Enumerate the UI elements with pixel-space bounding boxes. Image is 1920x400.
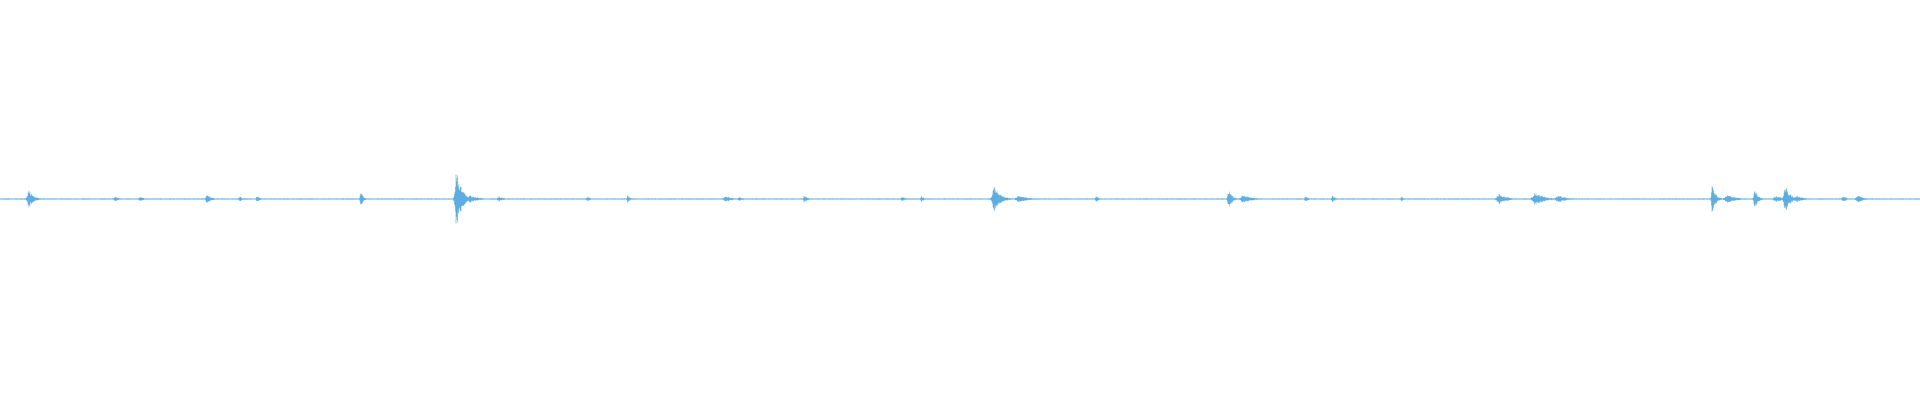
waveform-trace bbox=[0, 174, 1920, 224]
waveform-amplitude-path bbox=[0, 174, 1920, 224]
